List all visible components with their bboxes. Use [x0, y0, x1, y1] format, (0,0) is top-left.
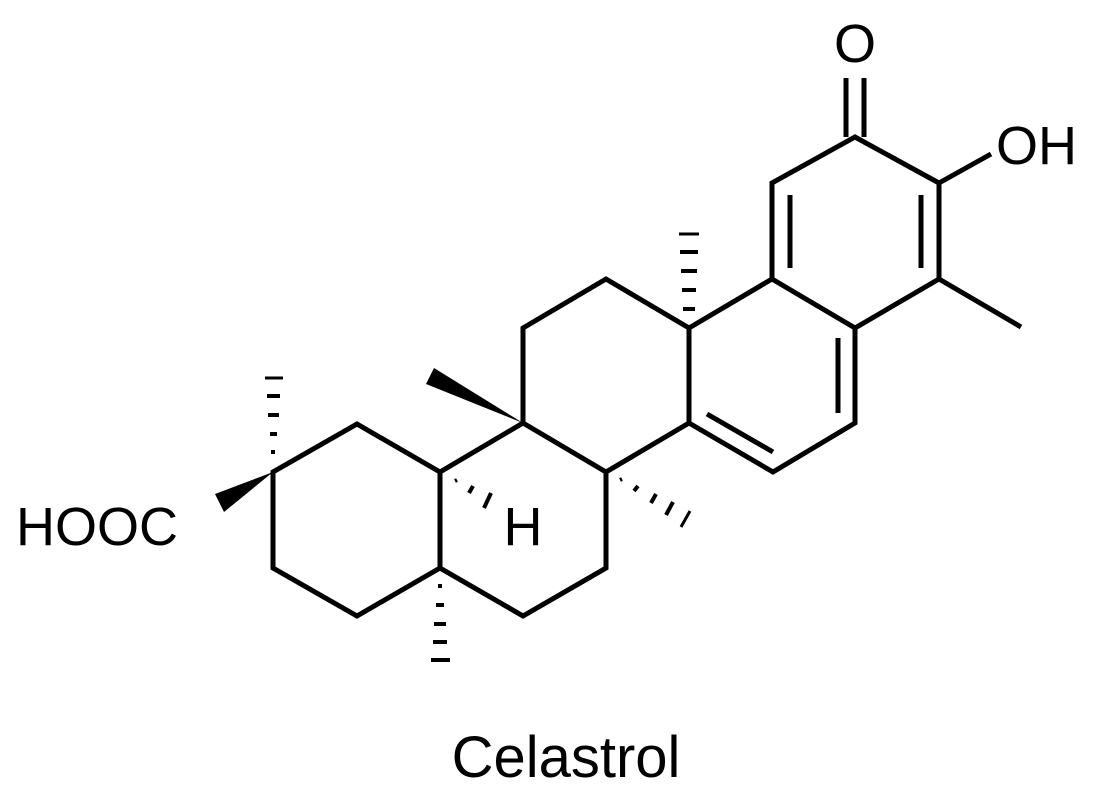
ring-d: [437, 420, 609, 619]
hydroxyl-label: OH: [996, 116, 1077, 176]
ring-c: [520, 276, 691, 475]
hashed-hydrogen: [454, 478, 493, 509]
hydrogen-label: H: [504, 497, 543, 557]
ring-a: [769, 134, 942, 279]
methyl-bond: [937, 276, 1023, 330]
ring-e: [270, 421, 442, 619]
compound-name-caption: Celastrol: [452, 725, 681, 790]
wedge-methyl: [426, 368, 523, 423]
hashed-methyl-left: [265, 376, 283, 454]
ketone-oxygen-label: O: [834, 14, 876, 74]
ring-b: [686, 276, 941, 475]
hashed-methyl-top: [679, 232, 699, 311]
carbonyl-bond: [843, 78, 867, 137]
wedge-carboxyl: [215, 472, 273, 512]
hydroxyl-bond: [937, 151, 993, 186]
carboxylic-acid-label: HOOC: [16, 497, 178, 557]
hashed-methyl-right: [619, 477, 692, 528]
hashed-methyl-bottom: [431, 584, 450, 662]
